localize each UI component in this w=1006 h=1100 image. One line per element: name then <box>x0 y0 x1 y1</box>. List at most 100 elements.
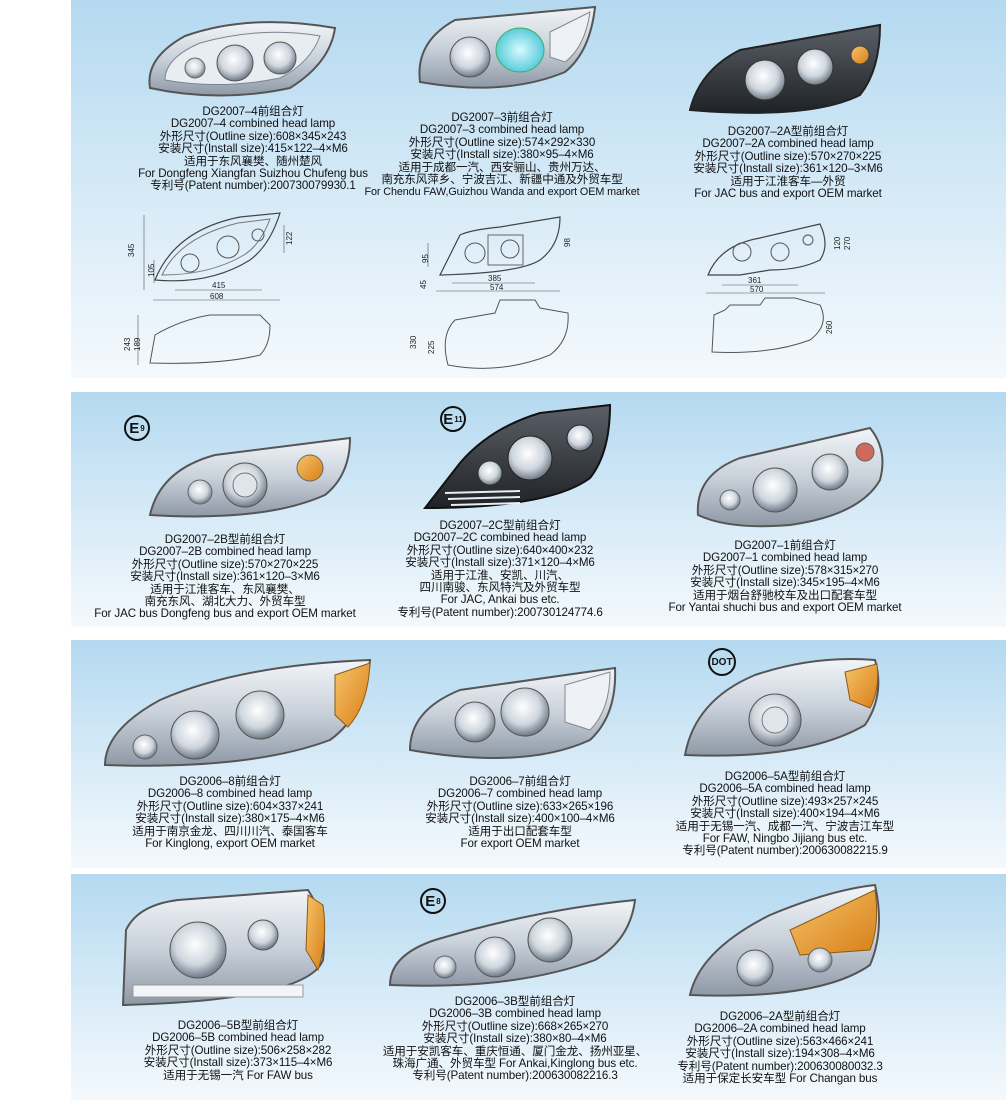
install-size: 安装尺寸(Install size):400×194–4×M6 <box>690 807 880 821</box>
product-subtitle: DG2006–5B combined head lamp <box>152 1031 324 1045</box>
install-size: 安装尺寸(Install size):194×308–4×M6 <box>685 1047 875 1061</box>
product-spec-dg2006-7: DG2006–7前组合灯 DG2006–7 combined head lamp… <box>390 775 650 850</box>
dim-385: 385 <box>488 274 502 283</box>
badge-sub: 11 <box>454 414 463 424</box>
patent-number: 专利号(Patent number):200730124774.6 <box>397 605 603 619</box>
install-size: 安装尺寸(Install size):345×195–4×M6 <box>690 576 880 590</box>
applicable-en: For FAW, Ningbo Jijiang bus etc. <box>702 832 868 846</box>
technical-drawing-dg2007-3: 95 45 98 385 574 330 225 <box>409 216 572 369</box>
lamp-image-dg2006-2a <box>688 883 880 997</box>
lamp-image-dg2006-5a <box>683 658 880 757</box>
applicable: 适用于无锡一汽 For FAW bus <box>163 1068 313 1082</box>
product-subtitle: DG2006–7 combined head lamp <box>437 787 603 801</box>
dim-122: 122 <box>285 231 294 245</box>
product-spec-dg2007-1: DG2007–1前组合灯 DG2007–1 combined head lamp… <box>650 539 920 614</box>
badge-main: E <box>443 410 454 428</box>
dim-105: 105 <box>147 263 156 277</box>
product-spec-dg2007-2c: DG2007–2C型前组合灯 DG2007–2C combined head l… <box>365 519 635 619</box>
product-title: DG2006–5A型前组合灯 <box>724 770 846 783</box>
install-size: 安装尺寸(Install size):415×122–4×M6 <box>158 142 348 156</box>
applicable-cn-2: 四川南骏、东风特汽及外贸车型 <box>419 581 581 595</box>
patent-number: 专利号(Patent number):200630082216.3 <box>412 1069 618 1083</box>
technical-drawing-dg2007-4: 345 105 122 415 608 243 189 <box>123 212 294 365</box>
dim-330: 330 <box>409 335 418 349</box>
outline-size: 外形尺寸(Outline size):633×265×196 <box>426 799 614 813</box>
lamp-image-dg2007-2b <box>148 436 352 518</box>
applicable-en: For JAC bus Dongfeng bus and export OEM … <box>94 607 356 621</box>
applicable-en: For Kinglong, export OEM market <box>145 837 315 851</box>
product-spec-dg2006-3b: DG2006–3B型前组合灯 DG2006–3B combined head l… <box>370 995 660 1083</box>
applicable-en: For Chendu FAW,Guizhou Wanda and export … <box>364 186 640 199</box>
product-title: DG2007–2B型前组合灯 <box>164 533 286 546</box>
install-size: 安装尺寸(Install size):371×120–4×M6 <box>405 556 595 570</box>
applicable-cn: 适用于无锡一汽、成都一汽、宁波吉江车型 <box>675 819 895 833</box>
outline-size: 外形尺寸(Outline size):604×337×241 <box>136 799 324 813</box>
applicable-cn: 适用于安凯客车、重庆恒通、厦门金龙、扬州亚星、 <box>382 1044 648 1058</box>
applicable: 适用于保定长安车型 For Changan bus <box>682 1072 878 1086</box>
product-spec-dg2007-2a: DG2007–2A型前组合灯 DG2007–2A combined head l… <box>668 125 908 200</box>
install-size: 安装尺寸(Install size):361×120–3×M6 <box>130 570 320 584</box>
lamp-image-dg2007-3 <box>418 5 597 89</box>
product-subtitle: DG2007–2B combined head lamp <box>139 545 311 559</box>
patent-number: 专利号(Patent number):200630082215.9 <box>682 844 888 858</box>
lamp-image-dg2007-1 <box>696 426 884 528</box>
dim-270: 270 <box>843 236 852 250</box>
applicable-cn: 适用于出口配套车型 <box>468 824 572 838</box>
badge-main: E <box>129 419 140 437</box>
product-subtitle: DG2006–5A combined head lamp <box>699 782 871 796</box>
dim-260: 260 <box>825 320 834 334</box>
applicable-en: For JAC, Ankai bus etc. <box>440 593 560 607</box>
product-subtitle: DG2007–3 combined head lamp <box>419 123 585 137</box>
lamp-image-dg2006-3b <box>388 898 637 987</box>
install-size: 安装尺寸(Install size):400×100–4×M6 <box>425 812 615 826</box>
dim-95: 95 <box>421 254 430 263</box>
badge-label: DOT <box>711 656 733 668</box>
dim-98: 98 <box>563 238 572 247</box>
install-size: 安装尺寸(Install size):380×175–4×M6 <box>135 812 325 826</box>
applicable-cn: 适用于江淮客车—外贸 <box>730 174 846 188</box>
dim-120: 120 <box>833 236 842 250</box>
product-subtitle: DG2007–2C combined head lamp <box>413 531 587 545</box>
badge-sub: 9 <box>140 423 145 433</box>
outline-size: 外形尺寸(Outline size):570×270×225 <box>694 149 882 163</box>
outline-size: 外形尺寸(Outline size):563×466×241 <box>686 1034 874 1048</box>
dim-345: 345 <box>127 243 136 257</box>
outline-size: 外形尺寸(Outline size):570×270×225 <box>131 557 319 571</box>
product-title: DG2007–2C型前组合灯 <box>439 519 561 532</box>
dot-certification-badge: DOT <box>708 648 736 676</box>
dim-415: 415 <box>212 281 226 290</box>
product-title: DG2006–7前组合灯 <box>469 775 571 788</box>
dim-570: 570 <box>750 285 764 294</box>
lamp-image-dg2006-5b <box>121 888 326 1007</box>
product-title: DG2007–1前组合灯 <box>734 539 836 552</box>
dim-608: 608 <box>210 292 224 301</box>
patent-number: 专利号(Patent number):200730079930.1 <box>150 179 356 193</box>
product-spec-dg2007-3: DG2007–3前组合灯 DG2007–3 combined head lamp… <box>357 111 647 199</box>
product-title: DG2007–3前组合灯 <box>451 111 553 124</box>
lamp-image-dg2006-7 <box>408 666 617 759</box>
dim-189: 189 <box>133 337 142 351</box>
product-spec-dg2006-5b: DG2006–5B型前组合灯 DG2006–5B combined head l… <box>118 1019 358 1082</box>
outline-size: 外形尺寸(Outline size):578×315×270 <box>691 563 879 577</box>
product-subtitle: DG2007–4 combined head lamp <box>170 117 336 131</box>
product-title: DG2006–3B型前组合灯 <box>454 995 576 1008</box>
applicable-cn-1: 适用于成都一汽、西安骊山、贵州万达、 <box>398 160 606 174</box>
lamp-image-dg2007-2c <box>422 403 612 510</box>
dim-243: 243 <box>123 337 132 351</box>
patent-number: 专利号(Patent number):200630080032.3 <box>677 1059 883 1073</box>
applicable-cn: 适用于东风襄樊、随州楚风 <box>184 154 322 168</box>
install-size: 安装尺寸(Install size):361×120–3×M6 <box>693 162 883 176</box>
applicable-cn-1: 适用于江淮客车、东风襄樊、 <box>150 582 300 596</box>
outline-size: 外形尺寸(Outline size):574×292×330 <box>408 135 596 149</box>
product-subtitle: DG2007–1 combined head lamp <box>702 551 868 565</box>
dim-574: 574 <box>490 283 504 292</box>
lamp-image-dg2006-8 <box>103 658 372 767</box>
applicable-cn-2: 南充东风、湖北大力、外贸车型 <box>144 595 306 609</box>
outline-size: 外形尺寸(Outline size):640×400×232 <box>406 543 594 557</box>
outline-size: 外形尺寸(Outline size):506×258×282 <box>144 1043 332 1057</box>
product-spec-dg2007-4: DG2007–4前组合灯 DG2007–4 combined head lamp… <box>128 105 378 193</box>
technical-drawing-dg2007-2a: 120 270 361 570 260 <box>706 223 852 353</box>
badge-sub: 8 <box>436 896 441 906</box>
